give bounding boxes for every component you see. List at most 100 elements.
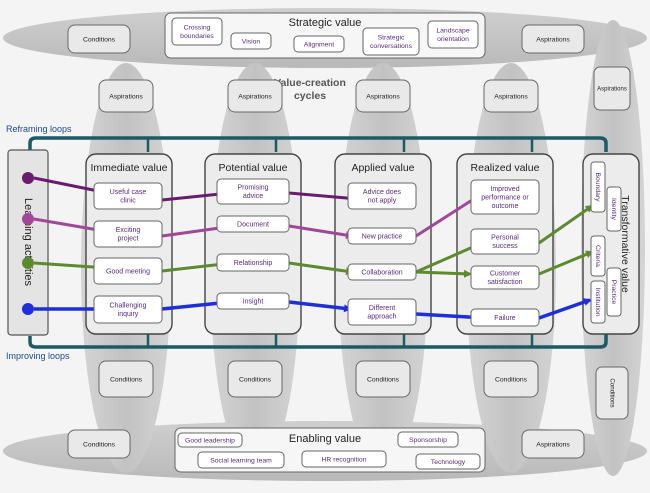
enabling-item: HR recognition bbox=[301, 450, 387, 468]
svg-text:Sponsorship: Sponsorship bbox=[409, 437, 447, 444]
transformative-item: Boundary bbox=[590, 161, 606, 213]
svg-text:HR recognition: HR recognition bbox=[322, 456, 367, 463]
svg-text:Identity: Identity bbox=[610, 198, 617, 221]
aspirations-box: Aspirations bbox=[521, 429, 585, 459]
cycles-label-line2: cycles bbox=[294, 90, 326, 102]
conditions-box: Conditions bbox=[67, 24, 131, 54]
reframing-loops-label: Reframing loops bbox=[6, 124, 72, 134]
svg-text:Personal: Personal bbox=[491, 235, 519, 242]
svg-text:Good meeting: Good meeting bbox=[106, 268, 150, 275]
svg-text:outcome: outcome bbox=[492, 203, 519, 210]
transformative-item: Practice bbox=[606, 267, 622, 317]
svg-text:Crossing: Crossing bbox=[184, 25, 211, 32]
svg-text:Aspirations: Aspirations bbox=[238, 93, 272, 100]
svg-text:Improved: Improved bbox=[490, 186, 519, 193]
purple-flow-arrow bbox=[288, 191, 360, 203]
svg-text:Conditions: Conditions bbox=[110, 376, 143, 383]
blue-flow-arrow bbox=[288, 300, 352, 313]
svg-text:Social learning team: Social learning team bbox=[210, 457, 272, 464]
pink-flow-arrow bbox=[415, 193, 482, 238]
svg-text:Alignment: Alignment bbox=[304, 41, 334, 48]
svg-text:Collaboration: Collaboration bbox=[361, 269, 402, 276]
transformative-item: Institution bbox=[590, 280, 606, 324]
svg-text:Strategic: Strategic bbox=[378, 35, 405, 42]
svg-text:project: project bbox=[117, 236, 138, 243]
strategic-item: Vision bbox=[230, 32, 272, 50]
svg-text:Customer: Customer bbox=[490, 271, 521, 278]
immediate-value-title: Immediate value bbox=[90, 162, 167, 174]
svg-text:Promising: Promising bbox=[237, 185, 268, 192]
svg-text:Exciting: Exciting bbox=[116, 227, 141, 234]
immediate-value-item: Exciting project bbox=[93, 220, 163, 248]
green-flow-start bbox=[22, 257, 34, 269]
green-flow-arrow bbox=[538, 250, 594, 276]
svg-text:Institution: Institution bbox=[594, 287, 601, 316]
immediate-value-item: Good meeting bbox=[93, 257, 163, 285]
svg-text:not apply: not apply bbox=[368, 198, 397, 205]
realized-value-item: Failure bbox=[470, 308, 540, 327]
improving-hooks bbox=[146, 334, 534, 347]
reframing-loop-line bbox=[28, 136, 608, 152]
reframing-hooks bbox=[146, 138, 534, 152]
conditions-box: Conditions bbox=[98, 360, 154, 398]
svg-text:Conditions: Conditions bbox=[83, 36, 116, 43]
potential-value-title: Potential value bbox=[219, 162, 288, 174]
aspirations-box: Aspirations bbox=[521, 24, 585, 54]
aspirations-box: Aspirations bbox=[593, 66, 631, 111]
svg-text:Aspirations: Aspirations bbox=[109, 93, 143, 100]
svg-text:boundaries: boundaries bbox=[180, 33, 214, 40]
pink-flow-arrow bbox=[288, 224, 354, 240]
svg-text:orientation: orientation bbox=[437, 36, 469, 43]
svg-text:Good leadership: Good leadership bbox=[185, 437, 235, 444]
applied-value-title: Applied value bbox=[351, 162, 414, 174]
svg-text:Relationship: Relationship bbox=[234, 260, 273, 267]
svg-text:Aspirations: Aspirations bbox=[494, 93, 528, 100]
svg-text:New practice: New practice bbox=[362, 233, 403, 240]
conditions-box: Conditions bbox=[67, 429, 131, 459]
green-flow-arrow bbox=[288, 261, 354, 276]
improving-loops-label: Improving loops bbox=[6, 351, 70, 361]
svg-text:Insight: Insight bbox=[243, 298, 264, 305]
transformative-value-title: Transformative value bbox=[619, 195, 631, 293]
svg-text:performance or: performance or bbox=[481, 194, 529, 201]
pink-flow-start bbox=[22, 213, 34, 225]
potential-value-item: Document bbox=[216, 215, 290, 233]
potential-value-item: Relationship bbox=[216, 253, 290, 272]
svg-text:advice: advice bbox=[243, 193, 263, 200]
svg-text:Conditions: Conditions bbox=[495, 376, 528, 383]
aspirations-box: Aspirations bbox=[98, 79, 154, 113]
svg-text:Useful case: Useful case bbox=[110, 189, 147, 196]
svg-text:Boundary: Boundary bbox=[594, 172, 601, 202]
svg-text:Different: Different bbox=[369, 305, 395, 312]
svg-text:Document: Document bbox=[237, 221, 269, 228]
enabling-item: Sponsorship bbox=[397, 431, 459, 448]
svg-text:Aspirations: Aspirations bbox=[536, 36, 570, 43]
svg-text:Criteria: Criteria bbox=[594, 245, 601, 267]
purple-flow-start bbox=[22, 172, 34, 184]
svg-text:Challenging: Challenging bbox=[110, 303, 147, 310]
svg-text:approach: approach bbox=[367, 314, 396, 321]
green-flow-arrow bbox=[538, 204, 594, 245]
learning-activities-label: Learning activities bbox=[22, 198, 34, 287]
strategic-item: Alignment bbox=[293, 35, 345, 53]
enabling-item: Social learning team bbox=[197, 451, 285, 469]
svg-text:satisfaction: satisfaction bbox=[487, 279, 522, 286]
conditions-box: Conditions bbox=[355, 360, 411, 398]
green-flow-arrow bbox=[415, 269, 472, 278]
svg-text:Aspirations: Aspirations bbox=[597, 87, 627, 93]
svg-text:inquiry: inquiry bbox=[118, 311, 139, 318]
realized-value-title: Realized value bbox=[471, 162, 540, 174]
enabling-item: Technology bbox=[415, 453, 481, 470]
potential-value-item: Insight bbox=[216, 292, 290, 310]
svg-text:conversations: conversations bbox=[370, 43, 413, 50]
